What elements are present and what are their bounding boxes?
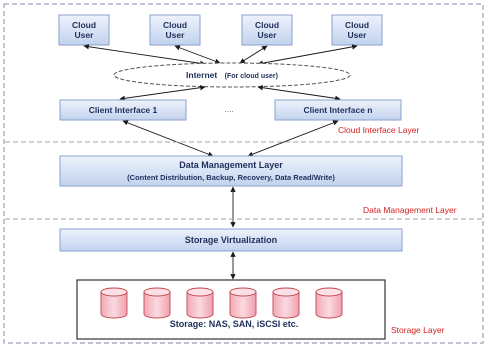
client-interface-n-label: Client Interface n bbox=[304, 105, 373, 115]
arrow-user1-internet bbox=[83, 44, 206, 66]
outer-frame bbox=[3, 3, 484, 344]
arrow-internet-clientn bbox=[257, 85, 341, 101]
arrow-user2-internet bbox=[174, 45, 221, 64]
storage-label: Storage: NAS, SAN, iSCSI etc. bbox=[170, 319, 299, 329]
disk-icon bbox=[272, 287, 300, 319]
storage-disks bbox=[100, 287, 343, 319]
client-interface-1-box: Client Interface 1 bbox=[59, 99, 187, 121]
storage-layer-label: Storage Layer bbox=[391, 325, 445, 335]
disk-icon bbox=[143, 287, 171, 319]
disk-icon bbox=[100, 287, 128, 319]
client-interface-ellipsis: .... bbox=[225, 105, 234, 114]
data-management-title: Data Management Layer bbox=[179, 160, 283, 170]
client-interface-1-label: Client Interface 1 bbox=[89, 105, 158, 115]
arrow-client1-datamgmt bbox=[122, 120, 214, 157]
internet-label: Internet (For cloud user) bbox=[186, 65, 278, 82]
data-management-layer-label: Data Management Layer bbox=[363, 205, 457, 215]
internet-cloud: Internet (For cloud user) bbox=[113, 62, 351, 88]
arrow-user4-internet bbox=[257, 44, 358, 66]
storage-virtualization-box: Storage Virtualization bbox=[59, 228, 403, 252]
client-interface-n-box: Client Interface n bbox=[274, 99, 402, 121]
disk-icon bbox=[186, 287, 214, 319]
storage-virtualization-label: Storage Virtualization bbox=[185, 235, 277, 245]
disk-icon bbox=[315, 287, 343, 319]
arrow-user3-internet bbox=[239, 45, 268, 64]
data-management-box: Data Management Layer (Content Distribut… bbox=[59, 155, 403, 187]
arrow-clientn-datamgmt bbox=[247, 120, 339, 157]
data-management-subtitle: (Content Distribution, Backup, Recovery,… bbox=[127, 173, 335, 182]
cloud-interface-layer-label: Cloud Interface Layer bbox=[338, 125, 419, 135]
arrow-internet-client1 bbox=[119, 85, 206, 101]
disk-icon bbox=[229, 287, 257, 319]
